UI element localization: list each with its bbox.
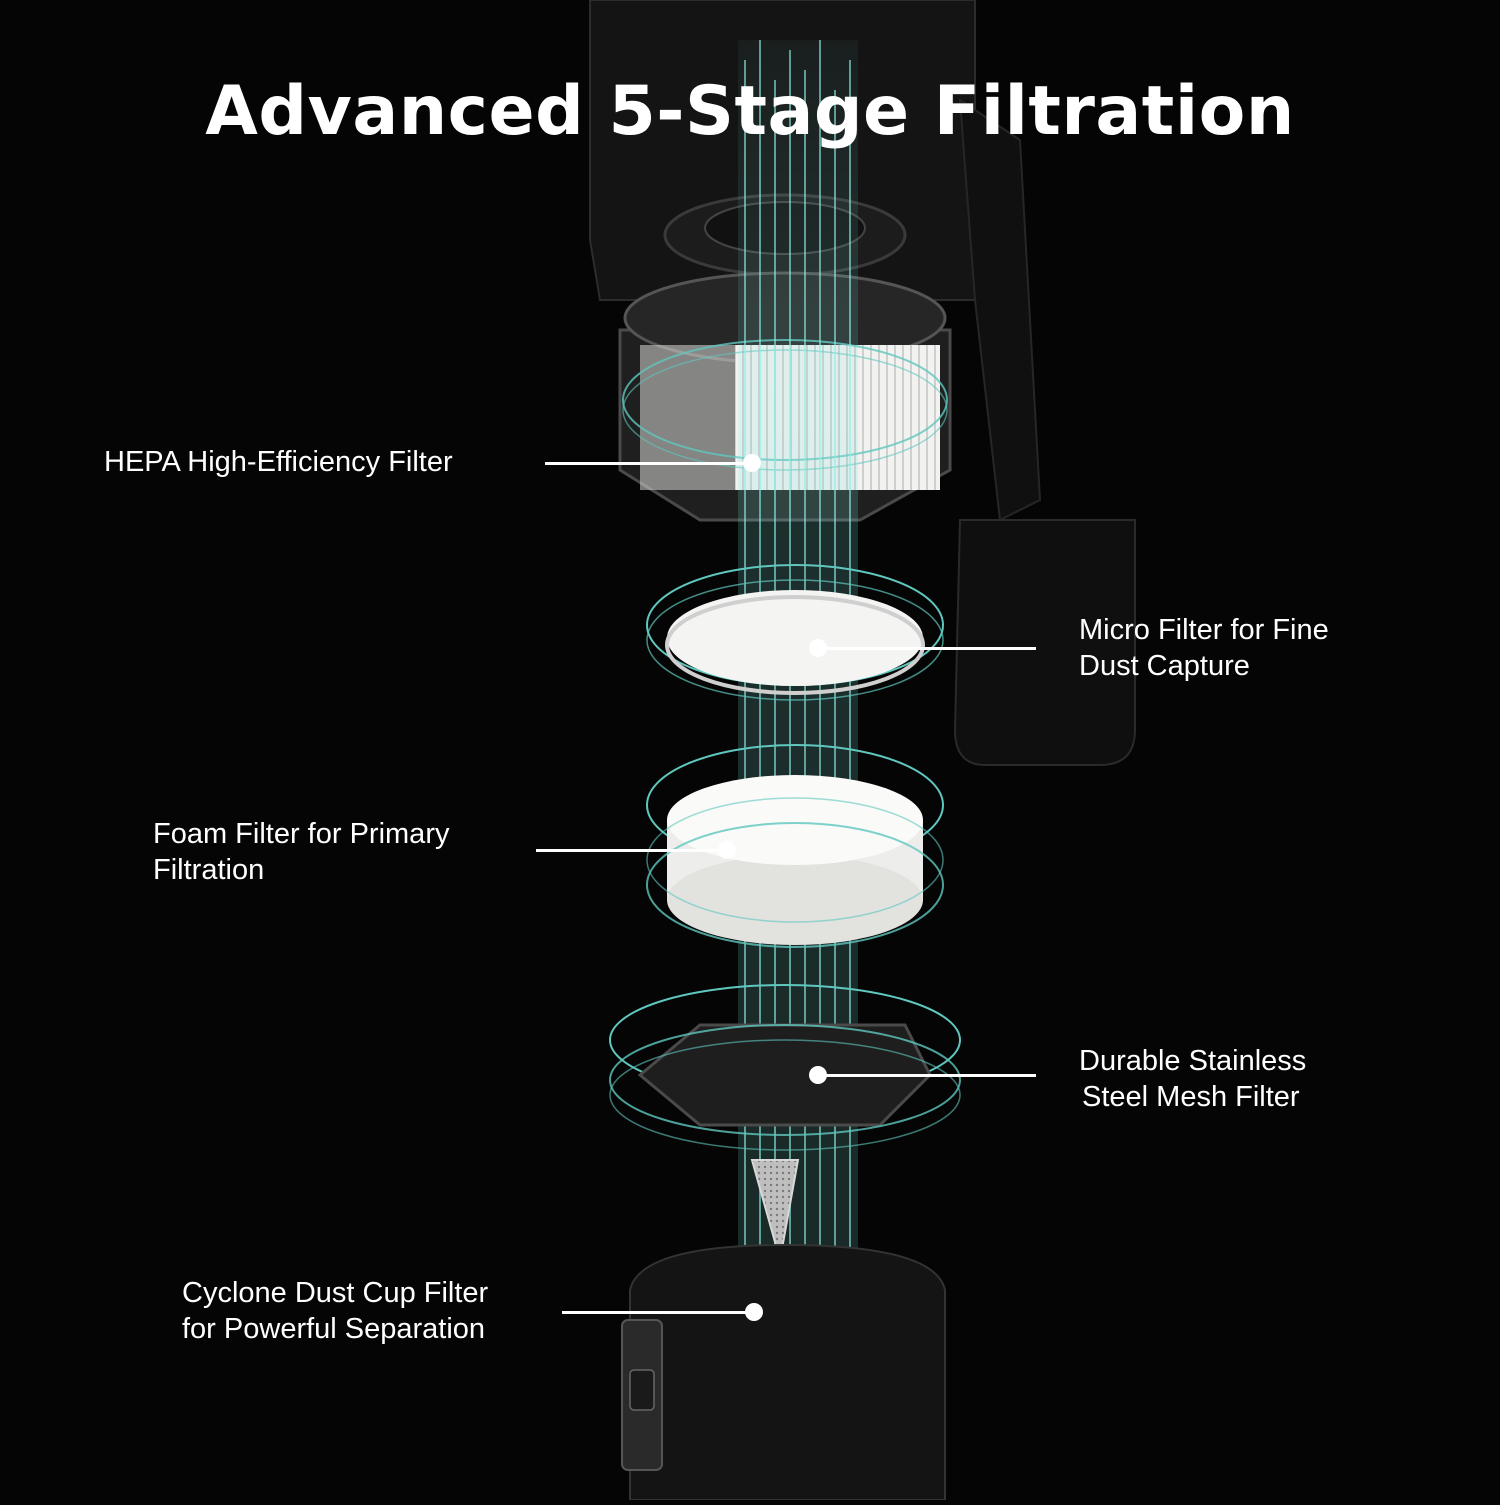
callout-mesh-filter-label: Durable Stainless Steel Mesh Filter: [1079, 1043, 1306, 1115]
callout-micro-filter-marker: [809, 639, 827, 657]
callout-foam-filter-leader-line: [536, 849, 726, 852]
callout-mesh-filter-line-1: Durable Stainless: [1079, 1045, 1307, 1077]
callout-micro-filter-label: Micro Filter for Fine Dust Capture: [1079, 612, 1329, 684]
callout-hepa-line-1: HEPA High-Efficiency Filter: [104, 446, 453, 478]
callout-cyclone-leader-line: [562, 1311, 752, 1314]
callout-hepa-label: HEPA High-Efficiency Filter: [104, 444, 453, 480]
cyclone-dust-cup: [621, 1243, 946, 1501]
callout-foam-filter-line-2: Filtration: [153, 854, 265, 886]
callout-foam-filter-marker: [718, 841, 736, 859]
callout-cyclone-line-1: Cyclone Dust Cup Filter: [182, 1277, 489, 1309]
stainless-mesh-filter: [609, 984, 961, 1261]
callout-foam-filter-label: Foam Filter for Primary Filtration: [153, 816, 449, 888]
callout-cyclone-label: Cyclone Dust Cup Filter for Powerful Sep…: [182, 1275, 488, 1347]
callout-foam-filter-line-1: Foam Filter for Primary: [153, 818, 450, 850]
foam-filter: [646, 744, 944, 948]
callout-hepa-marker: [743, 454, 761, 472]
callout-cyclone-line-2: for Powerful Separation: [182, 1313, 486, 1345]
callout-micro-filter-line-1: Micro Filter for Fine: [1079, 614, 1329, 646]
callout-micro-filter-line-2: Dust Capture: [1079, 650, 1250, 682]
callout-mesh-filter-line-2: Steel Mesh Filter: [1082, 1081, 1300, 1113]
callout-mesh-filter-marker: [809, 1066, 827, 1084]
page-title: Advanced 5-Stage Filtration: [205, 72, 1295, 151]
callout-micro-filter-leader-line: [818, 647, 1036, 650]
callout-mesh-filter-leader-line: [818, 1074, 1036, 1077]
callout-cyclone-marker: [745, 1303, 763, 1321]
callout-hepa-leader-line: [545, 462, 750, 465]
micro-filter-disc: [646, 564, 944, 701]
